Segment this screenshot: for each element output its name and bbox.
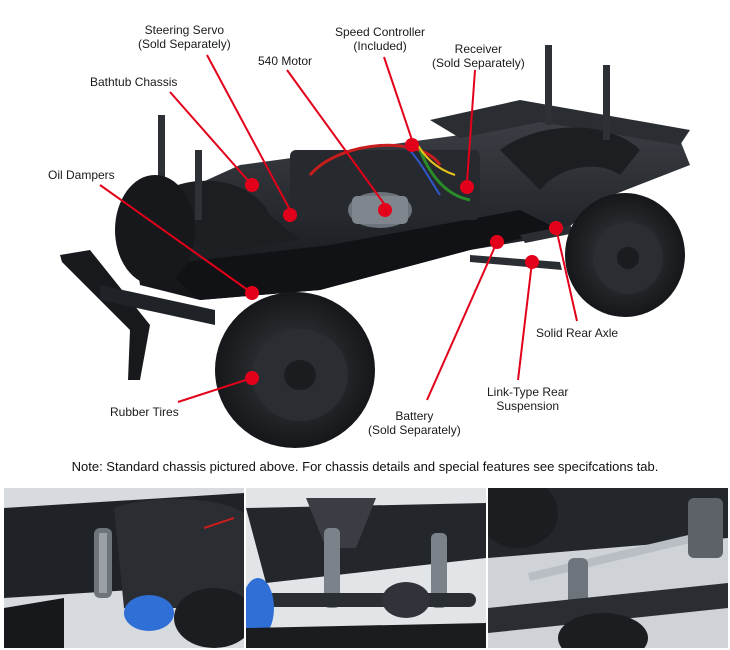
label-receiver: Receiver (Sold Separately) [432, 42, 525, 70]
marker-speed-controller [405, 138, 419, 152]
detail-photo-front-suspension [4, 488, 244, 648]
detail-photo-rear-axle [246, 488, 486, 648]
marker-540-motor [378, 203, 392, 217]
marker-steering-servo [283, 208, 297, 222]
marker-oil-dampers [245, 286, 259, 300]
label-line: (Sold Separately) [138, 37, 231, 51]
label-540-motor: 540 Motor [258, 54, 312, 68]
front-left-tire [115, 175, 195, 285]
label-line: Rubber Tires [110, 405, 179, 419]
rear-tire [565, 193, 685, 317]
label-bathtub-chassis: Bathtub Chassis [90, 75, 177, 89]
label-line: (Sold Separately) [432, 56, 525, 70]
label-oil-dampers: Oil Dampers [48, 168, 115, 182]
label-line: Bathtub Chassis [90, 75, 178, 89]
label-line: Receiver [454, 42, 503, 56]
label-link-rear-suspension: Link-Type Rear Suspension [487, 385, 568, 413]
chassis-photo [60, 45, 690, 448]
label-steering-servo: Steering Servo (Sold Separately) [138, 23, 231, 51]
marker-bathtub-chassis [245, 178, 259, 192]
label-line: 540 Motor [258, 54, 313, 68]
marker-rubber-tires [245, 371, 259, 385]
label-line: (Sold Separately) [368, 423, 461, 437]
label-speed-controller: Speed Controller (Included) [335, 25, 425, 53]
front-tire [215, 292, 375, 448]
chassis-body [60, 45, 690, 380]
marker-solid-rear-axle [549, 221, 563, 235]
detail-photo-link-suspension [488, 488, 728, 648]
label-rubber-tires: Rubber Tires [110, 405, 179, 419]
label-battery: Battery (Sold Separately) [368, 409, 461, 437]
label-line: Steering Servo [144, 23, 225, 37]
label-line: Battery [395, 409, 434, 423]
label-line: Solid Rear Axle [536, 326, 619, 340]
label-line: (Included) [353, 39, 407, 53]
label-line: Link-Type Rear [487, 385, 569, 399]
callout-leaders [99, 54, 578, 403]
label-line: Oil Dampers [48, 168, 115, 182]
label-line: Speed Controller [335, 25, 426, 39]
callout-markers [245, 138, 563, 385]
marker-link-suspension [525, 255, 539, 269]
note-text: Note: Standard chassis pictured above. F… [71, 459, 659, 474]
label-line: Suspension [496, 399, 560, 413]
marker-battery [490, 235, 504, 249]
label-solid-rear-axle: Solid Rear Axle [536, 326, 618, 340]
marker-receiver [460, 180, 474, 194]
